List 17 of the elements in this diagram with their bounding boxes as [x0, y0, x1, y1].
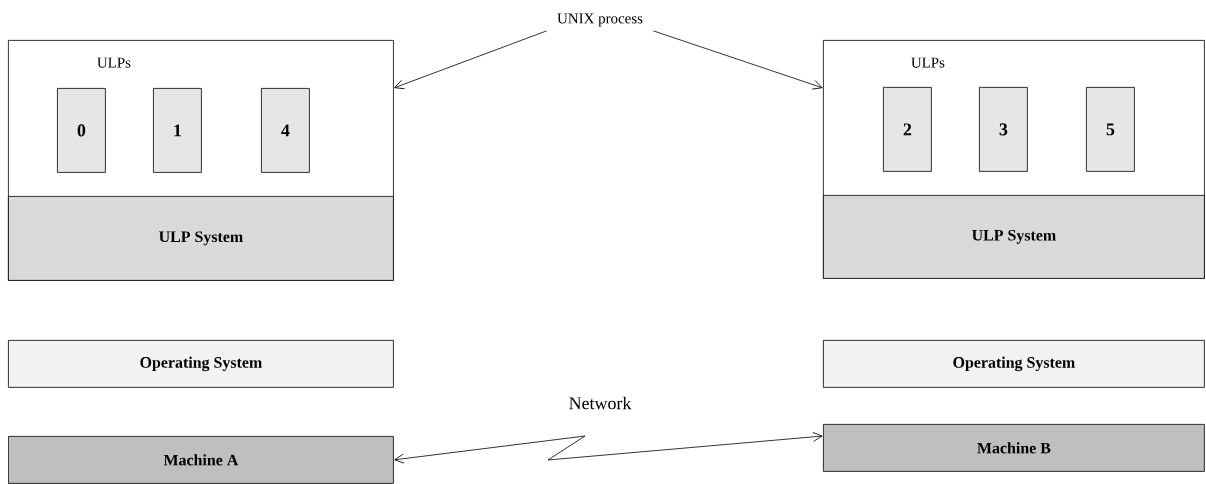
ulp-box: 1	[153, 88, 202, 173]
ulp-box: 3	[979, 87, 1028, 172]
ulp-box: 0	[57, 88, 106, 173]
arrow	[652, 30, 823, 90]
callout-text: UNIX process	[557, 13, 643, 27]
arrow	[394, 432, 823, 464]
ulp-box: 5	[1086, 87, 1135, 172]
layer-box: Operating System	[8, 340, 394, 388]
layer-box: Operating System	[823, 340, 1205, 388]
arrow	[394, 30, 548, 90]
edge-label: Network	[569, 396, 632, 410]
layer-box: Machine B	[823, 424, 1205, 472]
layer-box: Machine A	[8, 436, 394, 484]
ulp-box: 4	[261, 88, 310, 173]
ulp-box: 2	[883, 87, 932, 172]
layer-box: ULP System	[823, 195, 1205, 279]
layer-box: ULP System	[8, 196, 394, 281]
